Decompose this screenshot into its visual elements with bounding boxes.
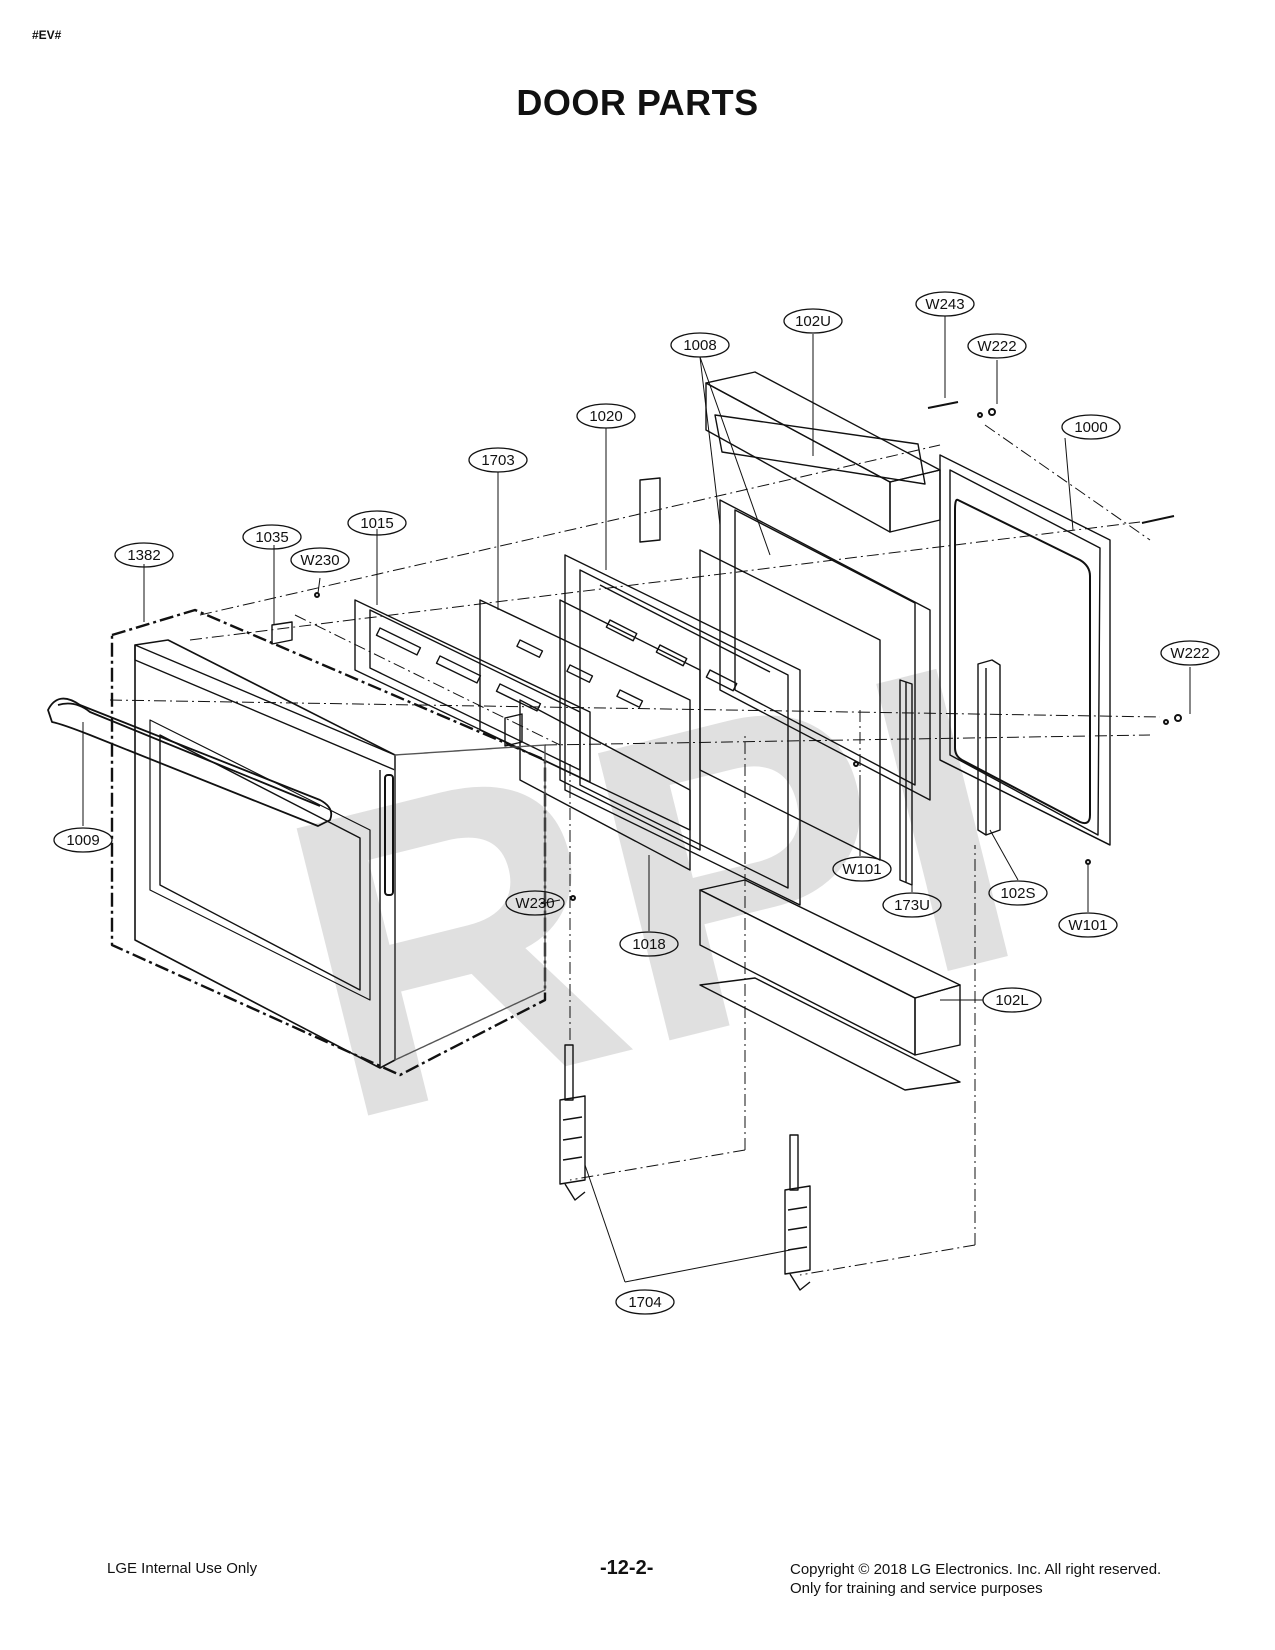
footer-copyright-line2: Only for training and service purposes [790, 1580, 1043, 1597]
callout-102L: 102L [995, 992, 1028, 1009]
part-1015-vent-panel [354, 599, 591, 783]
callout-1020: 1020 [589, 408, 622, 425]
alignment-guide-lines [109, 424, 1161, 1276]
callout-1015: 1015 [360, 515, 393, 532]
callout-W230-top: W230 [300, 552, 339, 569]
part-102U-upper-insulation [705, 371, 941, 533]
part-1009-handle [47, 697, 333, 827]
screw-fasteners [314, 401, 1182, 901]
footer-copyright-line1: Copyright © 2018 LG Electronics. Inc. Al… [790, 1561, 1162, 1578]
callout-102S: 102S [1000, 885, 1035, 902]
part-1000-rear-panel [939, 454, 1111, 846]
part-1018-middle-glass [519, 599, 701, 871]
callout-W222-right: W222 [1170, 645, 1209, 662]
part-102S-side-insulation [977, 659, 1001, 836]
page-title: DOOR PARTS [516, 82, 759, 123]
callout-1008: 1008 [683, 337, 716, 354]
part-1703-bracket-frame [479, 599, 691, 831]
callout-W101-mid: W101 [842, 861, 881, 878]
callout-173U: 173U [894, 897, 930, 914]
part-1020-inner-frame [564, 477, 801, 906]
part-1035-hinge-bracket [271, 621, 523, 747]
callout-1000: 1000 [1074, 419, 1107, 436]
callout-1704: 1704 [628, 1294, 661, 1311]
part-1704-hinge-right [784, 1134, 811, 1291]
header-code: #EV# [32, 28, 62, 42]
watermark-text: RPI [246, 573, 1058, 1212]
part-1704-hinge-left [559, 1044, 586, 1201]
callout-1703: 1703 [481, 452, 514, 469]
part-1382-door-assembly-outline [110, 608, 547, 1077]
footer-internal-use: LGE Internal Use Only [107, 1560, 258, 1577]
footer-page-number: -12-2- [600, 1557, 654, 1579]
leader-lines [82, 316, 1191, 1283]
callout-1035: 1035 [255, 529, 288, 546]
callout-1382: 1382 [127, 547, 160, 564]
callout-1018: 1018 [632, 936, 665, 953]
callout-102U: 102U [795, 313, 831, 330]
footer-copyright: Copyright © 2018 LG Electronics. Inc. Al… [790, 1560, 1161, 1598]
callout-W222-top: W222 [977, 338, 1016, 355]
callout-bubbles [53, 291, 1220, 1315]
front-door-panel [134, 639, 546, 1069]
callout-W243: W243 [925, 296, 964, 313]
callout-W101-right: W101 [1068, 917, 1107, 934]
part-102L-lower-insulation [699, 879, 961, 1091]
callout-1009: 1009 [66, 832, 99, 849]
callout-W230-mid: W230 [515, 895, 554, 912]
